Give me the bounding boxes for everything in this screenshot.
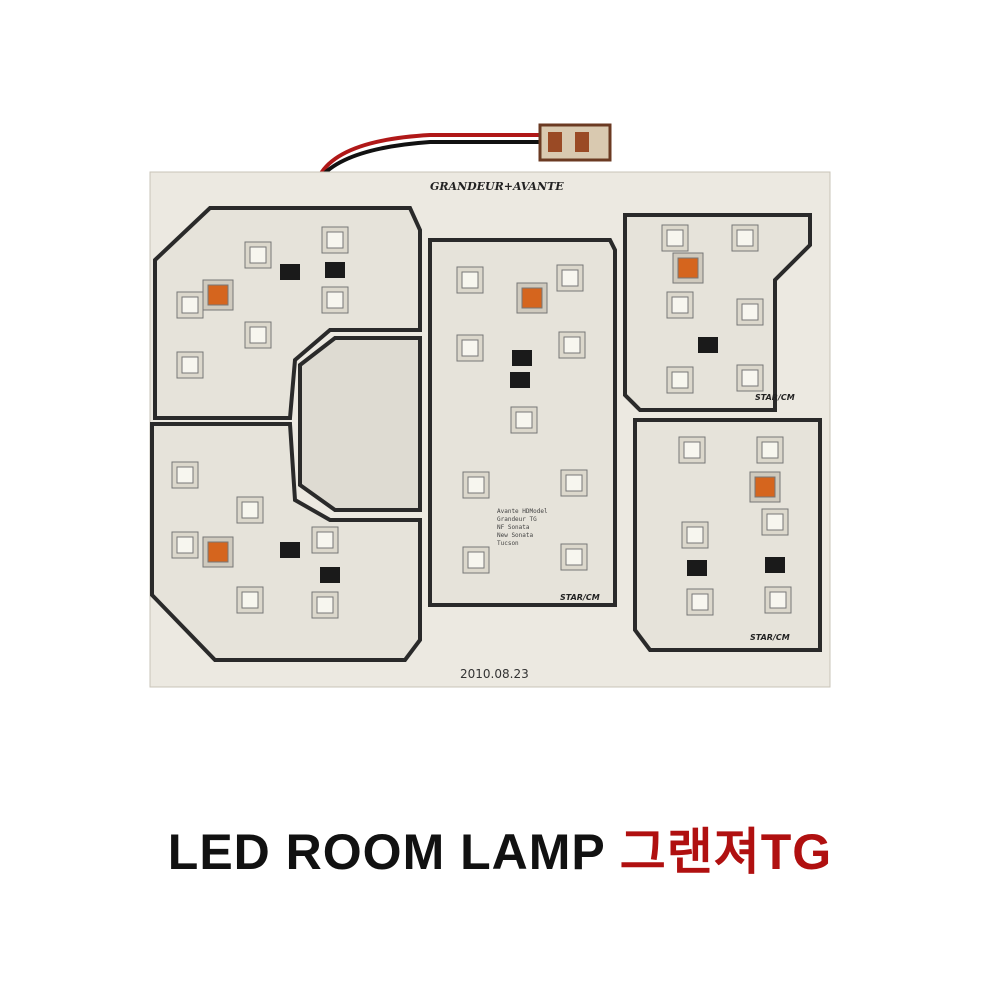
amber-smd-led	[754, 476, 776, 498]
led-mount	[171, 531, 199, 559]
smd-component	[510, 372, 530, 388]
white-smd-led	[515, 411, 533, 429]
panel-right-top	[623, 213, 812, 412]
white-smd-led	[181, 356, 199, 374]
white-smd-led	[741, 303, 759, 321]
maker-mark-right-top: STAR/CM	[755, 393, 795, 402]
white-smd-led	[249, 326, 267, 344]
smd-component	[325, 262, 345, 278]
white-smd-led	[326, 231, 344, 249]
amber-smd-led	[521, 287, 543, 309]
led-mount	[731, 224, 759, 252]
white-smd-led	[671, 371, 689, 389]
smd-component	[765, 557, 785, 573]
white-smd-led	[316, 596, 334, 614]
white-smd-led	[461, 271, 479, 289]
panel-top-left	[153, 206, 422, 420]
amber-smd-led	[677, 257, 699, 279]
power-wire	[318, 133, 560, 177]
led-mount	[678, 436, 706, 464]
white-smd-led	[181, 296, 199, 314]
smd-component	[512, 350, 532, 366]
white-smd-led	[761, 441, 779, 459]
led-mount	[244, 321, 272, 349]
white-smd-led	[316, 531, 334, 549]
white-smd-led	[565, 474, 583, 492]
white-smd-led	[561, 269, 579, 287]
white-smd-led	[691, 593, 709, 611]
white-smd-led	[741, 369, 759, 387]
center-label-line: Grandeur TG	[497, 516, 537, 523]
center-label-line: New Sonata	[497, 532, 534, 539]
product-caption: LED ROOM LAMP 그랜져TG	[0, 812, 1000, 884]
caption-title: LED ROOM LAMP	[167, 824, 605, 880]
smd-component	[320, 567, 340, 583]
amber-smd-led	[207, 284, 229, 306]
white-smd-led	[176, 536, 194, 554]
center-label-line: Avante HDModel	[497, 508, 548, 515]
panel-right-bottom	[633, 418, 822, 652]
panel-cutout	[298, 336, 422, 512]
caption-model: 그랜져TG	[619, 824, 833, 880]
smd-component	[280, 542, 300, 558]
white-smd-led	[766, 513, 784, 531]
board-date: 2010.08.23	[460, 667, 529, 681]
white-smd-led	[671, 296, 689, 314]
led-mount	[686, 588, 714, 616]
white-smd-led	[467, 476, 485, 494]
white-smd-led	[461, 339, 479, 357]
led-mount	[560, 543, 588, 571]
center-label-line: Tucson	[497, 540, 519, 547]
white-smd-led	[565, 548, 583, 566]
white-smd-led	[241, 591, 259, 609]
center-label-line: NF Sonata	[497, 524, 530, 531]
smd-component	[698, 337, 718, 353]
white-smd-led	[326, 291, 344, 309]
white-smd-led	[683, 441, 701, 459]
white-smd-led	[467, 551, 485, 569]
white-smd-led	[686, 526, 704, 544]
led-mount	[321, 286, 349, 314]
white-smd-led	[769, 591, 787, 609]
white-smd-led	[666, 229, 684, 247]
led-mount	[556, 264, 584, 292]
led-mount	[666, 291, 694, 319]
maker-mark-right-bottom: STAR/CM	[750, 633, 790, 642]
white-smd-led	[249, 246, 267, 264]
led-room-lamp-pcb-photo: GRANDEUR+AVANTE 2010.08.23 STAR/CM STAR/…	[149, 123, 831, 688]
white-smd-led	[176, 466, 194, 484]
maker-mark-center: STAR/CM	[560, 593, 600, 602]
smd-component	[280, 264, 300, 280]
white-smd-led	[736, 229, 754, 247]
white-smd-led	[241, 501, 259, 519]
smd-component	[687, 560, 707, 576]
board-header: GRANDEUR+AVANTE	[430, 180, 564, 193]
white-smd-led	[563, 336, 581, 354]
amber-smd-led	[207, 541, 229, 563]
